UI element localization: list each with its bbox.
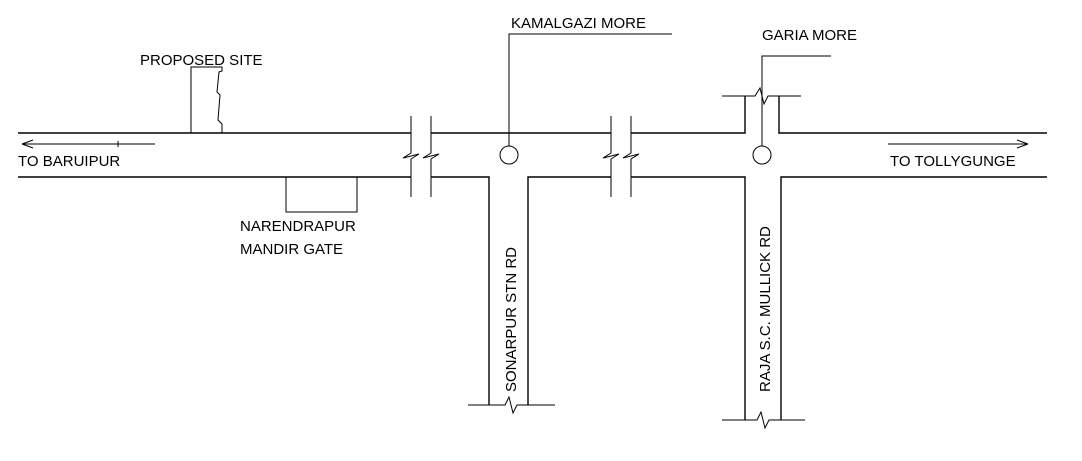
sonarpur-stn-rd-label: SONARPUR STN RD [503, 247, 520, 392]
to-baruipur-label: TO BARUIPUR [18, 153, 120, 170]
arrow-to-baruipur [21, 139, 155, 149]
garia-marker [752, 55, 831, 165]
road-break-2 [602, 116, 640, 197]
proposed-site-plot [190, 66, 223, 133]
road-break-1 [402, 116, 440, 197]
sonarpur-bottom-break [468, 395, 555, 415]
raja-bottom-break [722, 410, 805, 430]
to-tollygunge-label: TO TOLLYGUNGE [890, 153, 1016, 170]
garia-more-label: GARIA MORE [762, 27, 857, 44]
proposed-site-label: PROPOSED SITE [140, 52, 263, 69]
raja-sc-mullick-rd-label: RAJA S.C. MULLICK RD [757, 226, 774, 392]
narendrapur-gate-box [285, 177, 358, 213]
main-road [18, 96, 1047, 420]
narendrapur-label-line2: MANDIR GATE [240, 241, 343, 258]
kamalgazi-more-label: KAMALGAZI MORE [511, 15, 646, 32]
arrow-to-tollygunge [888, 139, 1029, 149]
narendrapur-label-line1: NARENDRAPUR [240, 218, 356, 235]
kamalgazi-marker [499, 33, 672, 165]
